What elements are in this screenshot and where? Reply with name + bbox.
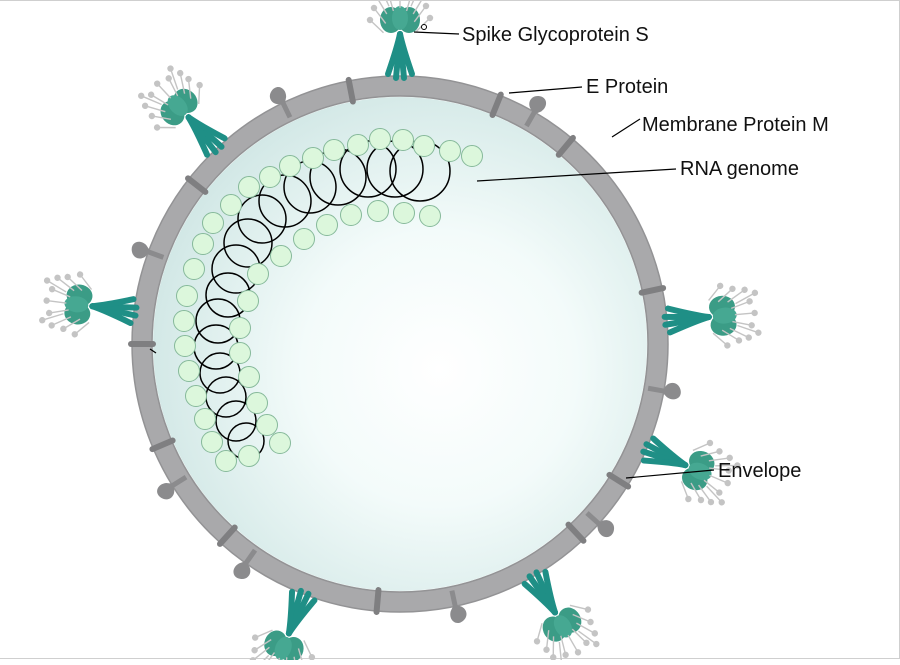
glycan-dot [46,309,53,316]
glycan-dot [584,605,593,614]
glycan-dot [164,74,173,83]
glycan-stem [413,1,424,14]
nucleocapsid-bead [257,415,278,436]
label-e-protein: E Protein [586,76,668,98]
glycan-dot [176,69,185,78]
glycan-dot [371,5,377,11]
label-membrane-protein: Membrane Protein M [642,114,829,136]
nucleocapsid-bead [230,318,251,339]
nucleocapsid-bead [174,311,195,332]
nucleocapsid-bead [248,264,269,285]
glycan-dot [542,645,551,654]
nucleocapsid-bead [193,234,214,255]
glycan-dot [755,329,762,336]
nucleocapsid-bead [186,386,207,407]
glycan-dot [60,325,67,332]
glycan-dot [574,648,583,657]
glycan-dot [697,496,705,504]
nucleocapsid-bead [203,213,224,234]
nucleocapsid-bead [393,130,414,151]
nucleocapsid-bead [370,129,391,150]
label-spike-glycoprotein: Spike Glycoprotein S [462,24,649,46]
glycan-dot [561,650,570,659]
glycan-dot [586,618,595,627]
glycan-dot [746,298,753,305]
glycan-dot [184,75,193,84]
nucleocapsid-bead [202,432,223,453]
nucleocapsid-bead [184,259,205,280]
glycan-dot [751,289,758,296]
nucleocapsid-bead [271,246,292,267]
nucleocapsid-bead [175,336,196,357]
label-rna-genome: RNA genome [680,158,799,180]
nucleocapsid-bead [341,205,362,226]
nucleocapsid-bead [260,167,281,188]
nucleocapsid-bead [317,215,338,236]
spike-glycoprotein-icon [367,1,433,78]
nucleocapsid-bead [247,393,268,414]
spike-glycoprotein-icon [662,279,763,353]
nucleocapsid-bead [216,451,237,472]
nucleocapsid-bead [179,361,200,382]
virion-interior [153,97,647,591]
glycan-dot [427,15,433,21]
glycan-dot [590,629,599,638]
nucleocapsid-bead [368,201,389,222]
glycan-dot [147,90,156,99]
spike-leader-line [414,32,459,34]
glycan-dot [195,81,204,90]
nucleocapsid-bead [195,409,216,430]
nucleocapsid-bead [348,135,369,156]
nucleocapsid-bead [238,291,259,312]
nucleocapsid-bead [414,136,435,157]
glycan-dot [736,337,743,344]
glycan-dot [44,277,51,284]
glycan-dot [706,439,714,447]
spike-head-core [392,6,408,30]
e-protein-icon [128,341,156,347]
e-protein-body [128,341,156,347]
e-protein-leader-line [509,87,582,93]
nucleocapsid-bead [420,206,441,227]
glycan-dot [250,646,258,654]
glycan-dot [251,633,259,641]
nucleocapsid-bead [303,148,324,169]
glycan-dot [137,91,146,100]
nucleocapsid-bead [294,229,315,250]
glycan-dot [166,64,175,73]
nucleocapsid-bead [280,156,301,177]
glycan-dot [49,286,56,293]
glycan-dot [48,322,55,329]
label-envelope: Envelope [718,460,801,482]
glycan-dot [43,297,50,304]
glycan-dot [533,637,542,646]
glycan-dot [39,317,46,324]
glycan-dot [748,322,755,329]
glycan-dot [684,495,692,503]
nucleocapsid-bead [239,367,260,388]
glycan-dot [715,447,723,455]
nucleocapsid-bead [462,146,483,167]
glycan-dot [153,123,162,132]
nucleocapsid-bead [440,141,461,162]
glycan-dot [751,310,758,317]
glycan-dot [141,101,150,110]
glycan-dot [423,3,429,9]
glycan-dot [745,334,752,341]
nucleocapsid-bead [270,433,291,454]
nucleocapsid-bead [230,343,251,364]
nucleocapsid-bead [239,446,260,467]
nucleocapsid-bead [394,203,415,224]
nucleocapsid-bead [239,177,260,198]
glycan-dot [367,17,373,23]
membrane-leader-line [612,119,640,137]
nucleocapsid-bead [177,286,198,307]
nucleocapsid-bead [221,195,242,216]
spike-leader-dot [422,25,427,30]
nucleocapsid-bead [324,140,345,161]
spike-glycoprotein-icon [37,267,140,345]
glycan-dot [147,111,156,120]
